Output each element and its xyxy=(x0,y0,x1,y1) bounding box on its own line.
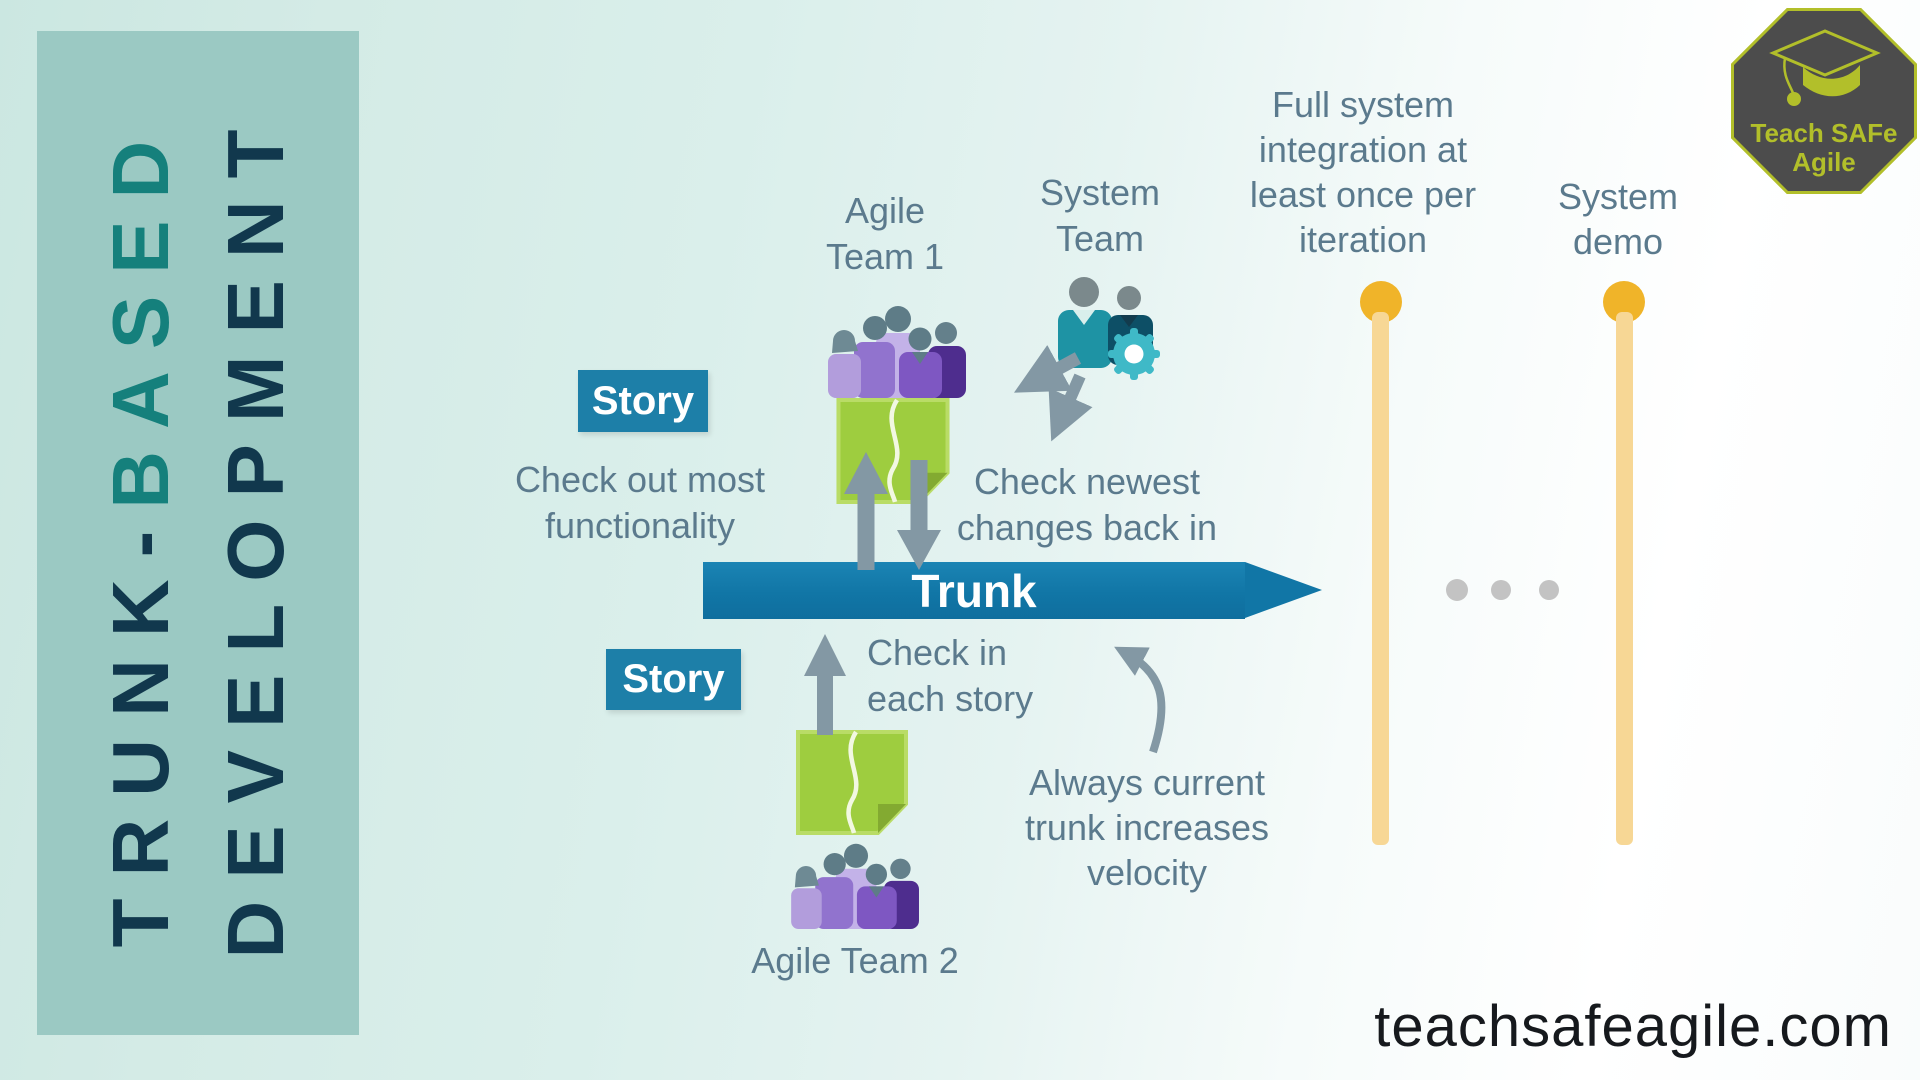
agile-team-2-label: Agile Team 2 xyxy=(751,940,959,981)
sidebar: TRUNK-BASED DEVELOPMENT xyxy=(37,31,359,1035)
story-badge-1: Story xyxy=(578,370,708,432)
agile-team-2-icon xyxy=(786,841,926,929)
always-current-curved-arrow-icon xyxy=(1114,646,1166,754)
always-current-annotation: Always current trunk increases velocity xyxy=(1024,762,1270,893)
system-team-gear-icon xyxy=(1052,270,1172,388)
check-in-each-story-arrow-icon xyxy=(804,634,846,735)
story-card-1-icon xyxy=(836,398,950,504)
system-demo-label: System demo xyxy=(1557,176,1679,262)
page-title-line2: DEVELOPMENT xyxy=(211,107,300,959)
check-in-annotation: Check in each story xyxy=(867,632,1034,719)
title-trunk: TRUNK- xyxy=(96,508,185,948)
story-card-2-icon xyxy=(796,725,908,840)
trunk-label: Trunk xyxy=(911,564,1037,617)
trunk-bar: Trunk xyxy=(703,562,1245,619)
logo-text: Teach SAFe Agile xyxy=(1750,118,1898,177)
full-system-integration-label: Full system integration at least once pe… xyxy=(1249,84,1477,260)
page-title-line1: TRUNK-BASED xyxy=(83,83,198,983)
system-team-label: System Team xyxy=(1039,172,1161,259)
agile-team-1-icon xyxy=(828,303,968,398)
milestone-line-demo xyxy=(1616,312,1633,845)
check-out-annotation: Check out most functionality xyxy=(514,459,766,546)
milestone-line-integration xyxy=(1372,312,1389,845)
page-title: TRUNK-BASED DEVELOPMENT xyxy=(83,83,313,983)
graduation-cap-icon xyxy=(1769,29,1881,106)
website-url: teachsafeagile.com xyxy=(1374,994,1892,1059)
agile-team-1-label: Agile Team 1 xyxy=(825,190,945,277)
ellipsis-dots-icon xyxy=(1446,579,1559,601)
title-based: BASED xyxy=(96,118,185,509)
story-badge-2: Story xyxy=(606,649,741,710)
trunk-arrow-tip xyxy=(1245,562,1322,618)
check-newest-annotation: Check newest changes back in xyxy=(956,461,1218,548)
teach-safe-agile-logo: Teach SAFe Agile xyxy=(1731,8,1917,194)
